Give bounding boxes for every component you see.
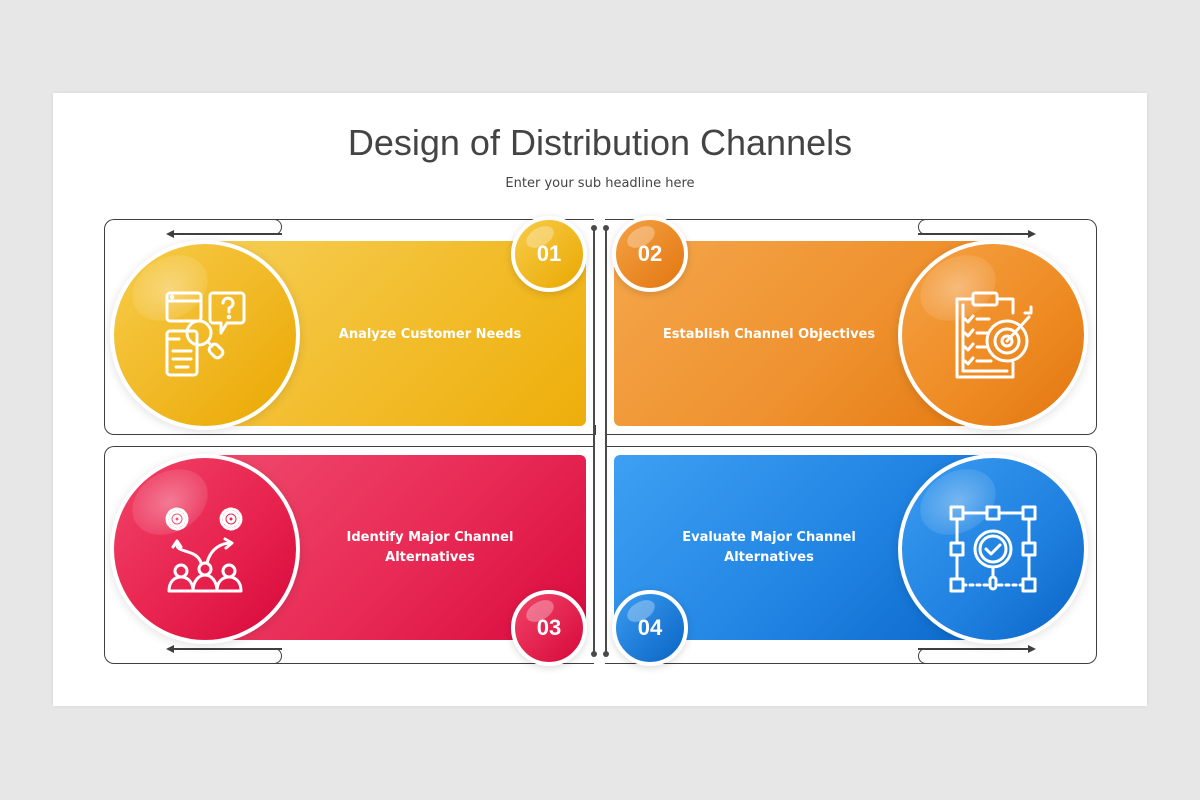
step-icon-circle-3	[110, 454, 300, 644]
line-endpoint-dot	[603, 651, 609, 657]
center-line-right	[605, 228, 607, 654]
connector-frame-3	[104, 446, 594, 664]
slide-title: Design of Distribution Channels	[347, 122, 853, 163]
step-number: 02	[637, 241, 663, 266]
arrow-right-icon	[1028, 230, 1036, 238]
network-evaluation-icon	[949, 505, 1037, 593]
step-label: Evaluate Major Channel Alternatives	[634, 528, 904, 568]
line-endpoint-dot	[591, 225, 597, 231]
arrow-left-icon	[166, 645, 174, 653]
line-endpoint-dot	[603, 225, 609, 231]
slide-subtitle: Enter your sub headline here	[505, 176, 695, 191]
step-label: Analyze Customer Needs	[338, 327, 522, 342]
step-label-line: Alternatives	[385, 550, 475, 565]
step-number-badge-2: 02	[612, 216, 688, 292]
step-number-badge-3: 03	[511, 590, 587, 666]
team-options-gears-icon	[165, 507, 243, 593]
step-number: 01	[536, 241, 562, 266]
clipboard-target-icon	[955, 291, 1033, 379]
step-icon-circle-4	[898, 454, 1088, 644]
arrow-line-2	[918, 233, 1030, 235]
connector-frame-1	[104, 219, 594, 435]
step-icon-circle-2	[898, 240, 1088, 430]
step-label-line: Identify Major Channel	[346, 530, 514, 545]
step-number-badge-4: 04	[612, 590, 688, 666]
step-icon-circle-1	[110, 240, 300, 430]
step-label: Identify Major Channel Alternatives	[300, 528, 560, 568]
step-number-badge-1: 01	[511, 216, 587, 292]
arrow-line-4	[918, 648, 1030, 650]
step-label: Establish Channel Objectives	[662, 327, 876, 342]
step-number: 03	[536, 615, 562, 640]
arrow-loop-1	[210, 219, 282, 235]
line-endpoint-dot	[591, 651, 597, 657]
arrow-loop-2	[918, 219, 998, 235]
arrow-line-3	[172, 648, 282, 650]
step-label-line: Evaluate Major Channel	[682, 530, 856, 545]
step-number: 04	[637, 615, 663, 640]
step-label-line: Alternatives	[724, 550, 814, 565]
connector-frame-4	[605, 446, 1097, 664]
connector-frame-2	[605, 219, 1097, 435]
arrow-loop-4	[918, 648, 998, 664]
arrow-left-icon	[166, 230, 174, 238]
arrow-loop-3	[210, 648, 282, 664]
center-line-left	[593, 228, 595, 654]
customer-research-icon	[165, 291, 246, 377]
arrow-right-icon	[1028, 645, 1036, 653]
arrow-line-1	[172, 233, 282, 235]
